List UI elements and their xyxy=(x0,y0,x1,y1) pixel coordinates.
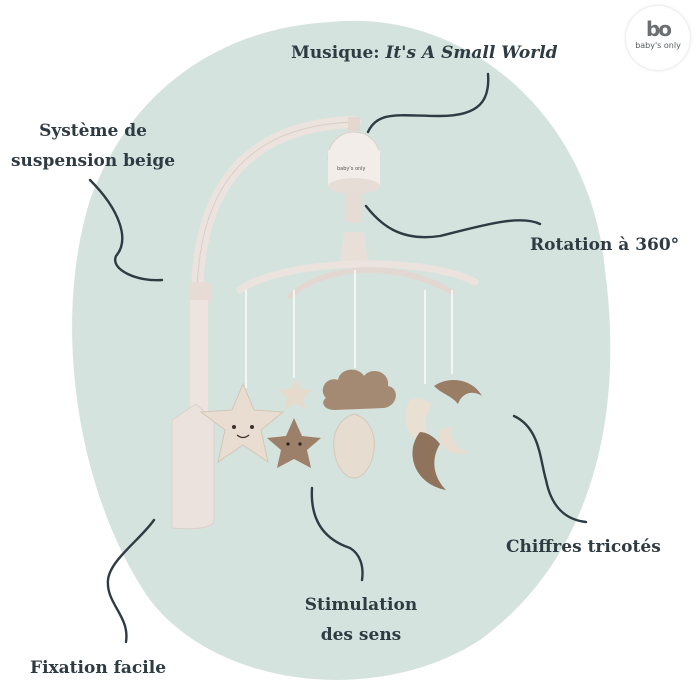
music-title: It's A Small World xyxy=(385,43,558,63)
music-line xyxy=(366,72,490,134)
suspension-label: Système de suspension beige xyxy=(4,116,182,176)
suspension-line-1: Système de xyxy=(39,121,147,141)
hanging-bars xyxy=(236,260,479,299)
callout-lines xyxy=(88,72,588,644)
mobile-arm xyxy=(171,116,361,530)
music-box-branding: baby's only xyxy=(337,166,366,172)
logo-mark: bo xyxy=(645,17,672,41)
logo-brand-text: baby's only xyxy=(635,41,681,50)
brown-star-toy xyxy=(267,418,321,468)
rotation-label: Rotation à 360° xyxy=(530,235,680,255)
cream-star-toy xyxy=(199,382,285,464)
brand-logo: bo baby's only xyxy=(626,6,690,70)
brown-moon-toy xyxy=(412,432,446,490)
brown-hat xyxy=(434,380,482,404)
knitted-label: Chiffres tricotés xyxy=(506,537,661,557)
small-star-toy xyxy=(278,378,312,410)
fixation-line xyxy=(106,518,156,644)
suspension-line xyxy=(88,178,164,282)
music-box xyxy=(327,117,381,262)
stimulation-line-1: Stimulation xyxy=(304,595,418,615)
suspension-line-2: suspension beige xyxy=(10,151,176,171)
stimulation-label: Stimulation des sens xyxy=(290,590,432,650)
stimulation-line xyxy=(310,486,364,582)
music-label: Musique: It's A Small World xyxy=(291,38,558,68)
fixation-label: Fixation facile xyxy=(30,658,167,678)
cream-moon-toy xyxy=(405,398,440,450)
balloon-toy xyxy=(333,413,375,479)
knitted-toys xyxy=(199,369,482,490)
stimulation-line-2: des sens xyxy=(320,625,402,645)
music-prefix: Musique: xyxy=(291,43,386,63)
rotation-line xyxy=(364,204,542,239)
cloud-toy xyxy=(322,369,396,410)
strings xyxy=(245,270,453,388)
cream-moon-small xyxy=(439,426,470,454)
knitted-line xyxy=(512,414,588,524)
